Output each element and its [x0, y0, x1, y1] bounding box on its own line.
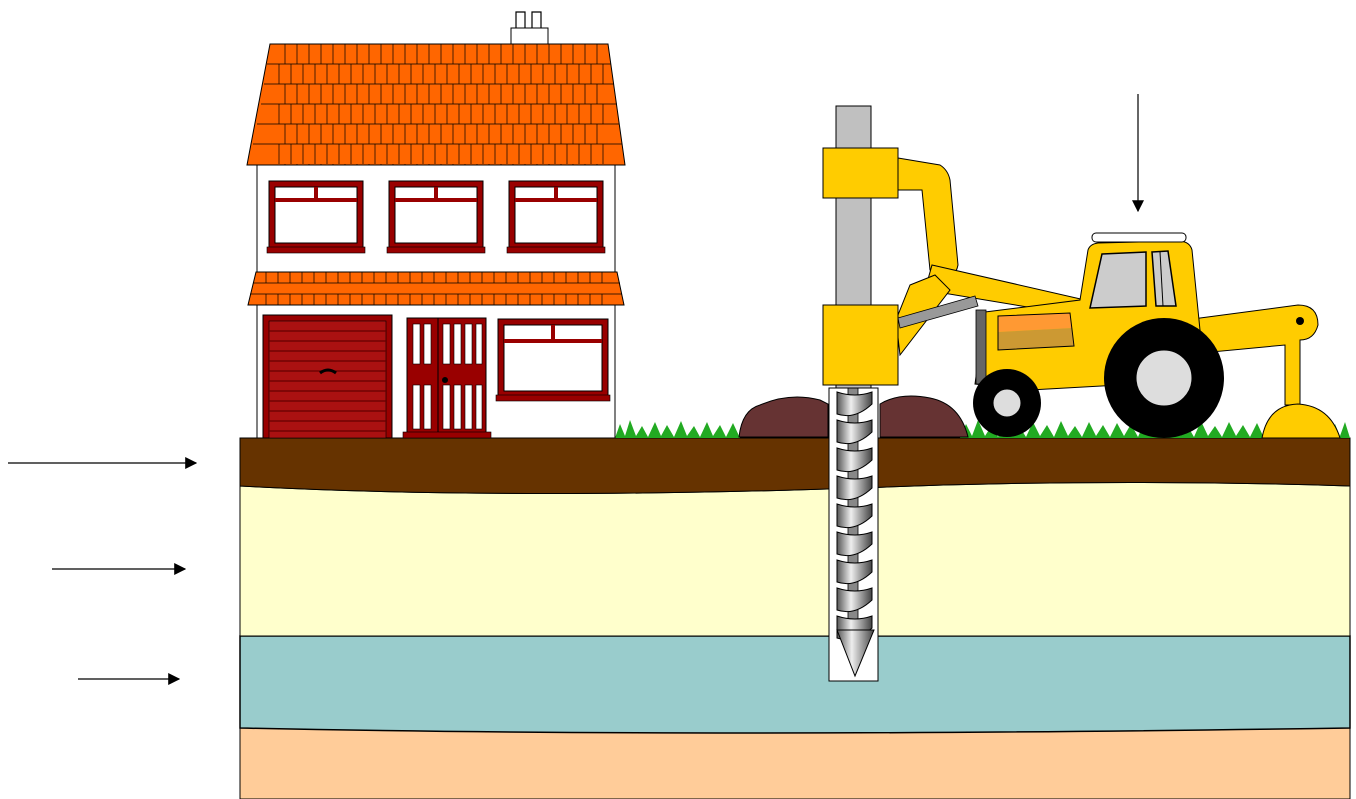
tractor	[973, 233, 1340, 438]
house	[247, 12, 625, 438]
spoil-heap-right	[880, 396, 968, 437]
cab-roof	[1092, 233, 1186, 242]
upper-window-1	[267, 181, 365, 253]
tractor-rear-wheel	[1104, 318, 1224, 438]
soil-layers	[240, 438, 1350, 799]
door-knob	[442, 377, 448, 383]
porch-roof	[248, 272, 624, 305]
rig-lower-clamp	[823, 305, 898, 385]
tractor-front-wheel	[973, 369, 1041, 437]
main-roof	[247, 44, 625, 165]
rig-boom-arm	[898, 158, 958, 278]
backhoe-bucket	[1262, 404, 1340, 438]
spoil-heap-left	[739, 397, 828, 437]
garage-door	[263, 315, 392, 438]
upper-window-3	[507, 181, 605, 253]
clay-layer	[240, 482, 1350, 636]
front-door	[403, 318, 491, 438]
engine-stripes	[998, 313, 1074, 350]
gravel-layer	[240, 636, 1350, 733]
rig-upper-clamp	[823, 148, 898, 198]
upper-window-2	[387, 181, 485, 253]
ground-window	[496, 319, 610, 401]
